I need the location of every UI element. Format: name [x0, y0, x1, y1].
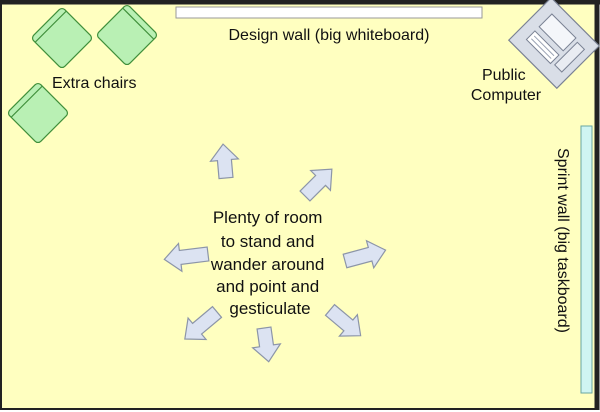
public-computer-line-1: Public [482, 67, 526, 84]
center-label: Plenty of room to stand and wander aroun… [210, 208, 329, 318]
sprint-wall-label: Sprint wall (big taskboard) [554, 148, 571, 333]
arrow-up-right [299, 168, 333, 202]
chair-1 [31, 7, 93, 69]
arrow-down [251, 326, 282, 363]
public-computer-line-2: Computer [471, 87, 542, 104]
center-line-2: to stand and [221, 232, 315, 251]
design-wall-whiteboard [175, 6, 483, 19]
arrow-right [342, 239, 387, 270]
center-line-3: wander around [210, 255, 324, 274]
arrow-left [163, 242, 210, 273]
extra-chairs-label: Extra chairs [52, 75, 136, 92]
movement-arrows [163, 143, 387, 363]
chair-3 [7, 82, 69, 144]
arrow-down-left [184, 305, 223, 341]
arrow-up-left [209, 143, 240, 180]
center-line-4: and point and [216, 277, 319, 296]
public-computer-label: Public Computer [471, 67, 542, 104]
public-computer-icon [507, 0, 600, 90]
center-line-5: gesticulate [229, 299, 310, 318]
arrow-down-right [324, 303, 362, 337]
chair-2 [96, 4, 158, 66]
sprint-wall-taskboard [580, 125, 593, 394]
design-wall-label: Design wall (big whiteboard) [229, 27, 430, 44]
center-line-1: Plenty of room [213, 208, 323, 227]
